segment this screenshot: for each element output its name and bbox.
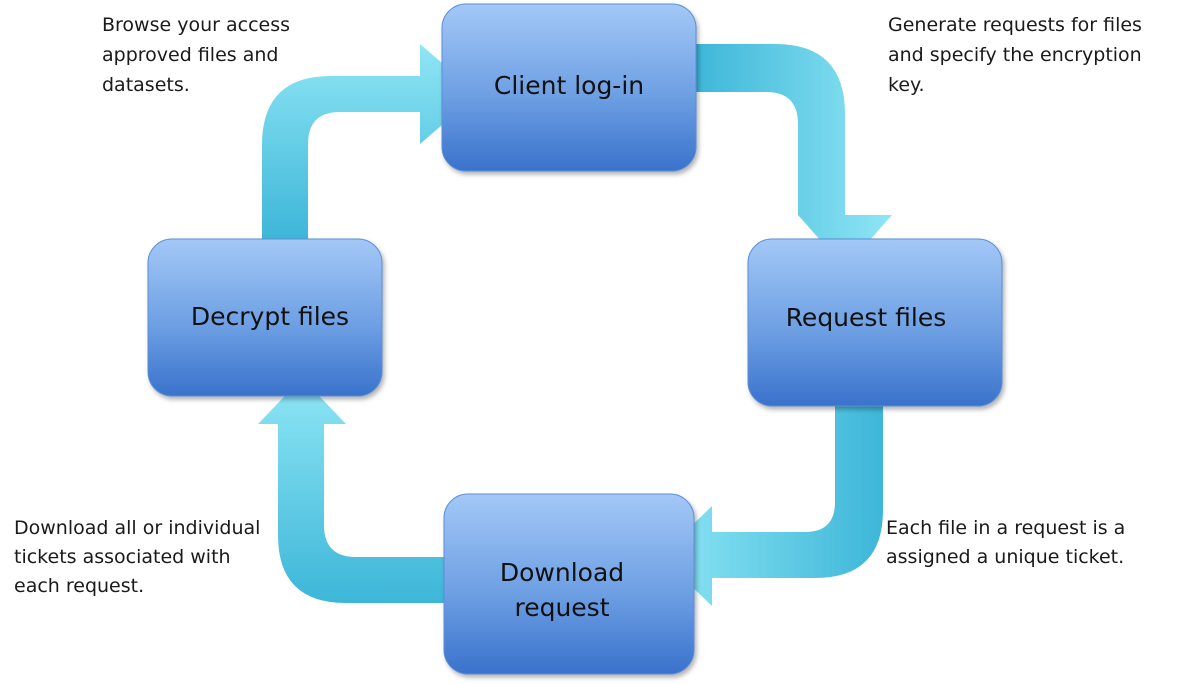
note-generate: Generate requests for files and specify …	[888, 14, 1142, 96]
note-line: each request.	[14, 575, 144, 597]
arrow-download-to-decrypt	[258, 378, 444, 603]
note-ticket: Each file in a request is a assigned a u…	[886, 517, 1125, 568]
arrow-login-to-request	[694, 44, 892, 268]
step-box	[747, 238, 1003, 407]
note-browse: Browse your access approved files and da…	[102, 14, 290, 96]
step-box	[443, 493, 695, 675]
note-line: Each file in a request is a	[886, 517, 1125, 539]
step-client-login: Client log-in	[441, 3, 697, 172]
note-line: and specify the encryption	[888, 44, 1142, 66]
note-line: Download all or individual	[14, 517, 260, 539]
step-label: Decrypt files	[191, 302, 349, 331]
note-line: datasets.	[102, 74, 190, 96]
step-box	[441, 3, 697, 172]
note-download: Download all or individual tickets assoc…	[14, 517, 260, 597]
note-line: Browse your access	[102, 14, 290, 36]
note-line: tickets associated with	[14, 546, 231, 568]
step-label: Request files	[786, 303, 947, 332]
step-box	[147, 238, 383, 397]
note-line: assigned a unique ticket.	[886, 546, 1124, 568]
note-line: key.	[888, 74, 925, 96]
step-download-request: Download request	[443, 493, 695, 675]
step-request-files: Request files	[747, 238, 1003, 407]
arrow-decrypt-to-login	[262, 44, 478, 240]
arrow-request-to-download	[660, 405, 883, 606]
note-line: approved files and	[102, 44, 278, 66]
step-decrypt-files: Decrypt files	[147, 238, 383, 397]
step-label: Client log-in	[494, 71, 644, 100]
note-line: Generate requests for files	[888, 14, 1142, 36]
step-label-line2: request	[514, 593, 609, 622]
step-label-line1: Download	[500, 558, 624, 587]
